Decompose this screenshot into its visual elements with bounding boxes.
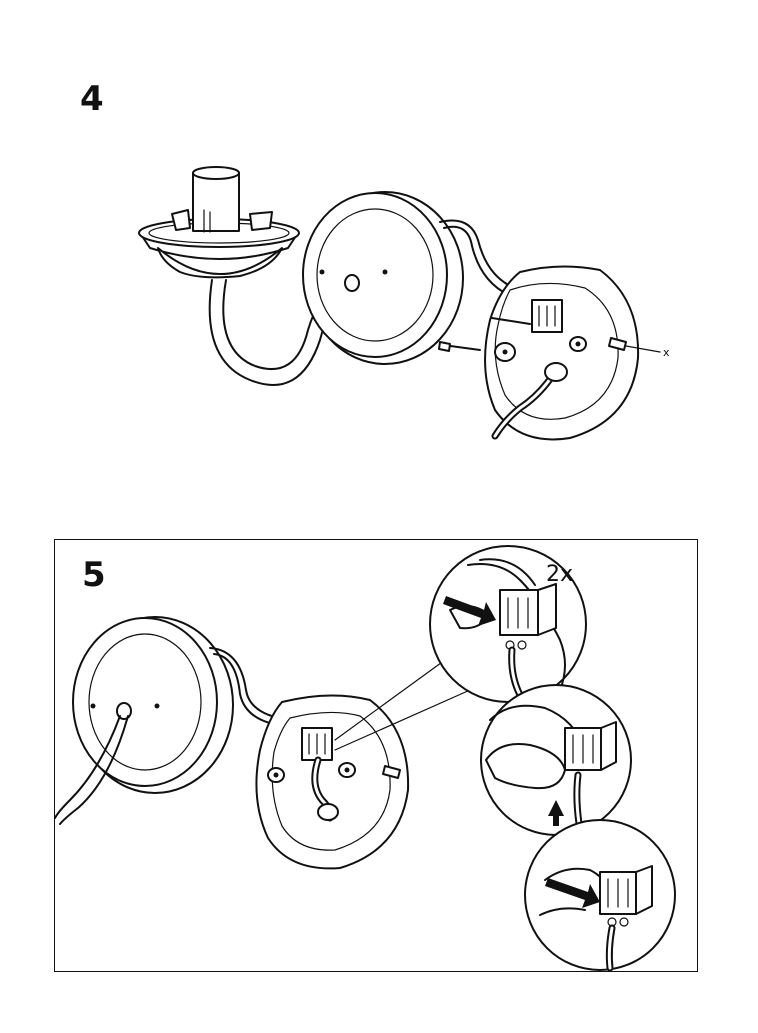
cover-plate-step5 xyxy=(54,616,234,825)
push-arrow-icon xyxy=(443,596,496,626)
wall-bracket-step5 xyxy=(255,694,410,870)
wall-bracket xyxy=(438,265,661,441)
up-arrow-icon xyxy=(548,800,564,826)
detail-circle-3 xyxy=(524,819,676,972)
cover-plate xyxy=(302,191,464,365)
quantity-label: 2x xyxy=(546,562,573,587)
push-arrow-icon-2 xyxy=(545,878,600,908)
step-4-illustration: x xyxy=(138,166,670,441)
detail-circle-1 xyxy=(429,545,587,703)
step-4-number: 4 xyxy=(80,79,104,119)
step-5-frame xyxy=(54,539,698,972)
screw-mark: x xyxy=(663,346,670,359)
detail-circle-2 xyxy=(480,684,632,836)
step-5-number: 5 xyxy=(82,555,106,595)
lamp-holder xyxy=(138,166,351,386)
